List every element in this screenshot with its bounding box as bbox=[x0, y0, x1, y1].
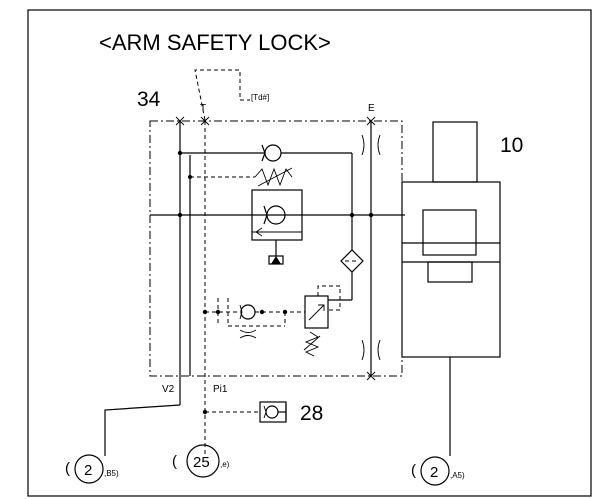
pilot-reference-label: [Td#] bbox=[251, 93, 269, 102]
relief-valve bbox=[303, 285, 341, 357]
reference-e: ( 25 ,e) bbox=[172, 444, 230, 478]
check-valve-28 bbox=[259, 401, 287, 423]
part-label-10: 10 bbox=[500, 134, 523, 157]
main-line bbox=[150, 212, 405, 218]
spring-row bbox=[188, 167, 293, 187]
reference-b5: ( 2 ,B5) bbox=[65, 454, 119, 484]
port-label-v2: V2 bbox=[162, 384, 175, 395]
port-label-e: E bbox=[368, 103, 375, 114]
check-valve-lower bbox=[202, 298, 305, 339]
diagram-title: <ARM SAFETY LOCK> bbox=[99, 30, 331, 55]
ref-e-suffix: ,e) bbox=[220, 460, 230, 469]
ref-a5-suffix: ,A5) bbox=[450, 471, 465, 480]
part-label-28: 28 bbox=[300, 402, 323, 425]
filter-diamond bbox=[328, 215, 364, 301]
ref-e-open: ( bbox=[172, 453, 177, 470]
part-label-34: 34 bbox=[137, 88, 161, 111]
drawing-frame bbox=[27, 9, 592, 497]
cylinder-10 bbox=[401, 121, 501, 456]
ref-b5-open: ( bbox=[65, 460, 70, 477]
reference-a5: ( 2 ,A5) bbox=[411, 456, 465, 486]
ref-a5-num: 2 bbox=[430, 464, 438, 481]
pilot-line-td bbox=[194, 69, 250, 121]
ref-b5-suffix: ,B5) bbox=[104, 469, 119, 478]
check-valve-top bbox=[177, 144, 353, 215]
orifice-top bbox=[361, 134, 381, 156]
ref-e-num: 25 bbox=[193, 454, 210, 471]
port-label-pi1: Pi1 bbox=[213, 384, 228, 395]
ref-a5-open: ( bbox=[411, 462, 416, 479]
port-label-t: T bbox=[200, 103, 206, 114]
pilot-check-valve bbox=[251, 189, 303, 265]
orifice-bottom bbox=[361, 339, 381, 361]
line-v2 bbox=[104, 121, 181, 456]
ref-b5-num: 2 bbox=[84, 462, 92, 479]
pilot-line-28 bbox=[202, 409, 260, 415]
